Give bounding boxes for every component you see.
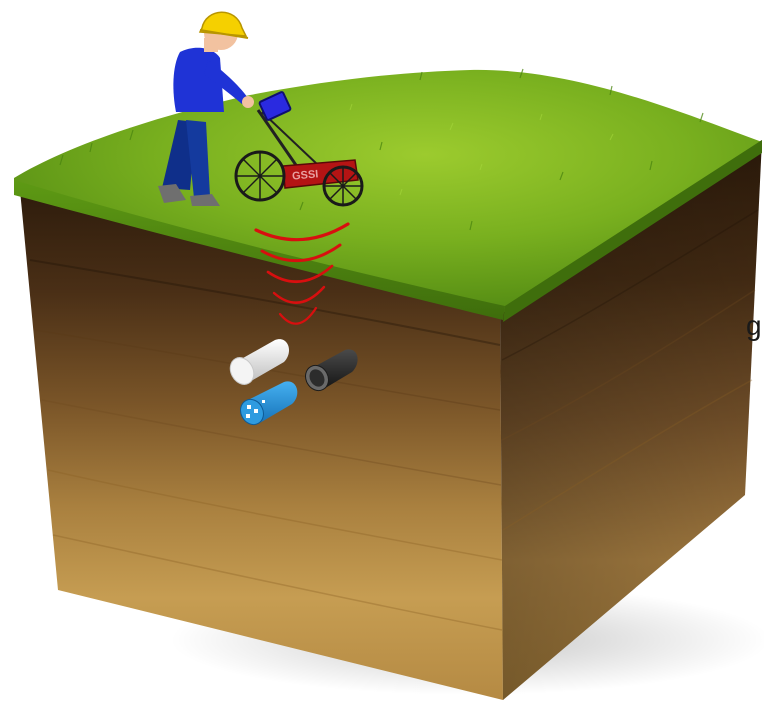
- gssi-brand-label: GSSI: [292, 168, 319, 182]
- cart-left-wheel: [236, 152, 284, 200]
- cropped-caption-text: g: [746, 312, 762, 340]
- cart-right-wheel: [324, 167, 362, 205]
